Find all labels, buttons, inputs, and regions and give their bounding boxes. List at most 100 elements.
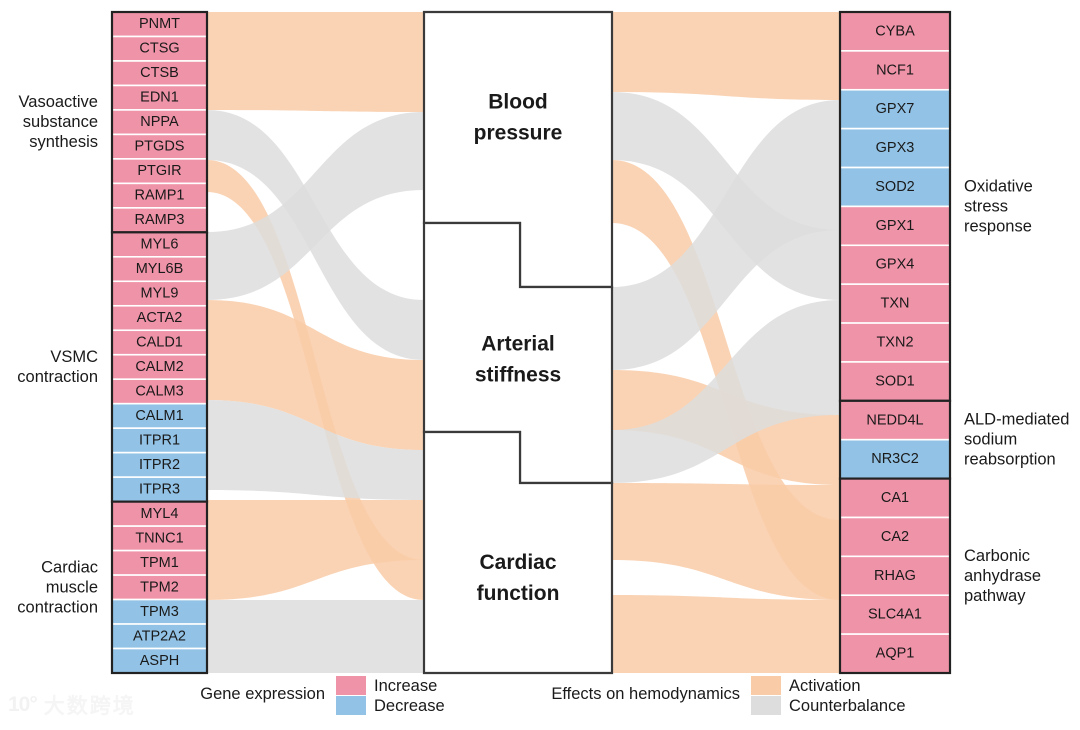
gene-node[interactable]: ITPR1 — [111, 427, 208, 454]
gene-node[interactable]: TNNC1 — [111, 525, 208, 552]
gene-node[interactable]: SOD2 — [839, 166, 951, 208]
gene-group-label: VSMC — [50, 348, 98, 366]
gene-node[interactable]: RAMP3 — [111, 207, 208, 234]
gene-node[interactable]: CA2 — [839, 516, 951, 558]
gene-node-rect[interactable] — [111, 304, 208, 332]
gene-node[interactable]: RHAG — [839, 555, 951, 597]
gene-node-label: GPX3 — [876, 140, 915, 156]
gene-node[interactable]: MYL6B — [111, 256, 208, 283]
gene-node-label: TPM2 — [140, 579, 179, 595]
legend-item: Counterbalance — [751, 696, 906, 715]
gene-node-rect[interactable] — [111, 158, 208, 185]
flow-ribbon — [207, 12, 424, 112]
gene-node-label: MYL6 — [141, 237, 179, 253]
gene-node[interactable]: TXN2 — [839, 322, 951, 363]
gene-node-rect[interactable] — [111, 574, 208, 601]
gene-node[interactable]: ATP2A2 — [111, 623, 208, 650]
gene-node[interactable]: GPX3 — [839, 127, 951, 169]
legend-item: Activation — [751, 676, 861, 695]
gene-node[interactable]: EDN1 — [111, 84, 208, 111]
gene-node-rect[interactable] — [839, 127, 951, 169]
gene-node-label: NPPA — [140, 114, 179, 130]
gene-group-outline — [110, 500, 209, 675]
gene-node-label: ITPR1 — [139, 432, 180, 448]
gene-node[interactable]: CYBA — [839, 11, 951, 52]
gene-node-rect[interactable] — [111, 476, 208, 503]
gene-node-label: MYL9 — [141, 286, 179, 302]
gene-node[interactable]: PTGDS — [111, 133, 208, 160]
gene-node[interactable]: CALD1 — [111, 329, 208, 356]
gene-node[interactable]: NR3C2 — [839, 438, 951, 480]
gene-node-rect[interactable] — [839, 555, 951, 597]
gene-node[interactable]: PTGIR — [111, 158, 208, 185]
gene-node-label: AQP1 — [876, 646, 915, 662]
gene-node-label: GPX7 — [876, 101, 915, 117]
gene-node[interactable]: ASPH — [111, 647, 208, 674]
gene-node[interactable]: SLC4A1 — [839, 594, 951, 635]
gene-node[interactable]: MYL9 — [111, 280, 208, 307]
gene-group-label: Cardiac — [41, 558, 98, 576]
gene-node[interactable]: NEDD4L — [839, 400, 951, 441]
gene-node-label: ATP2A2 — [133, 628, 186, 644]
gene-node-label: NEDD4L — [866, 412, 923, 428]
gene-node-rect[interactable] — [111, 549, 208, 576]
gene-node-rect[interactable] — [839, 166, 951, 208]
gene-node[interactable]: PNMT — [111, 11, 208, 38]
flow-ribbon — [612, 12, 840, 100]
gene-node-rect[interactable] — [111, 256, 208, 283]
watermark: 10° 大数跨境 — [8, 690, 136, 720]
gene-node-label: PTGDS — [135, 139, 185, 155]
gene-node-rect[interactable] — [839, 594, 951, 635]
gene-node[interactable]: CTSB — [111, 60, 208, 87]
gene-node[interactable]: CTSG — [111, 35, 208, 62]
gene-node[interactable]: TPM3 — [111, 598, 208, 625]
gene-node[interactable]: GPX1 — [839, 205, 951, 247]
gene-node[interactable]: GPX7 — [839, 88, 951, 130]
center-outcome-box-shape[interactable] — [422, 430, 614, 675]
gene-node[interactable]: AQP1 — [839, 633, 951, 674]
gene-node[interactable]: TPM2 — [111, 574, 208, 601]
legend-title: Effects on hemodynamics — [551, 685, 740, 703]
center-outcome-box-label: pressure — [474, 122, 563, 145]
gene-node[interactable]: RAMP1 — [111, 182, 208, 209]
gene-node-label: SOD1 — [875, 373, 915, 389]
gene-node[interactable]: MYL4 — [111, 500, 208, 527]
gene-node-label: ITPR3 — [139, 481, 180, 497]
gene-node-label: NR3C2 — [871, 451, 919, 467]
gene-node-label: CA2 — [881, 529, 909, 545]
gene-group-label: contraction — [17, 598, 98, 616]
gene-node[interactable]: ITPR2 — [111, 451, 208, 478]
gene-node[interactable]: GPX4 — [839, 244, 951, 285]
center-outcome-box-label: Cardiac — [479, 551, 556, 574]
gene-node[interactable]: CALM2 — [111, 353, 208, 381]
gene-node[interactable]: CALM3 — [111, 378, 208, 405]
gene-node[interactable]: MYL6 — [111, 231, 208, 258]
gene-node-rect[interactable] — [839, 516, 951, 558]
gene-node[interactable]: NPPA — [111, 109, 208, 136]
gene-node[interactable]: TXN — [839, 283, 951, 324]
gene-node[interactable]: SOD1 — [839, 361, 951, 402]
center-outcome-box-label: function — [477, 582, 560, 605]
gene-node[interactable]: ACTA2 — [111, 304, 208, 332]
gene-node[interactable]: CA1 — [839, 477, 951, 519]
gene-node[interactable]: NCF1 — [839, 50, 951, 91]
gene-node[interactable]: CALM1 — [111, 402, 208, 429]
gene-node-label: TNNC1 — [135, 530, 183, 546]
gene-node-label: SLC4A1 — [868, 607, 922, 623]
gene-group-label: Vasoactive — [19, 93, 99, 111]
gene-node-label: NCF1 — [876, 62, 914, 78]
gene-node-rect[interactable] — [111, 109, 208, 136]
gene-node-rect[interactable] — [111, 329, 208, 356]
gene-node-label: GPX4 — [876, 257, 915, 273]
center-outcome-box[interactable]: Cardiac function — [422, 430, 614, 675]
gene-node-rect[interactable] — [839, 438, 951, 480]
gene-node-label: ACTA2 — [137, 310, 183, 326]
gene-node-label: ASPH — [140, 653, 180, 669]
gene-node-label: PTGIR — [137, 163, 181, 179]
gene-node[interactable]: ITPR3 — [111, 476, 208, 503]
gene-node-label: CA1 — [881, 490, 909, 506]
gene-group-label: reabsorption — [964, 451, 1056, 469]
gene-node[interactable]: TPM1 — [111, 549, 208, 576]
